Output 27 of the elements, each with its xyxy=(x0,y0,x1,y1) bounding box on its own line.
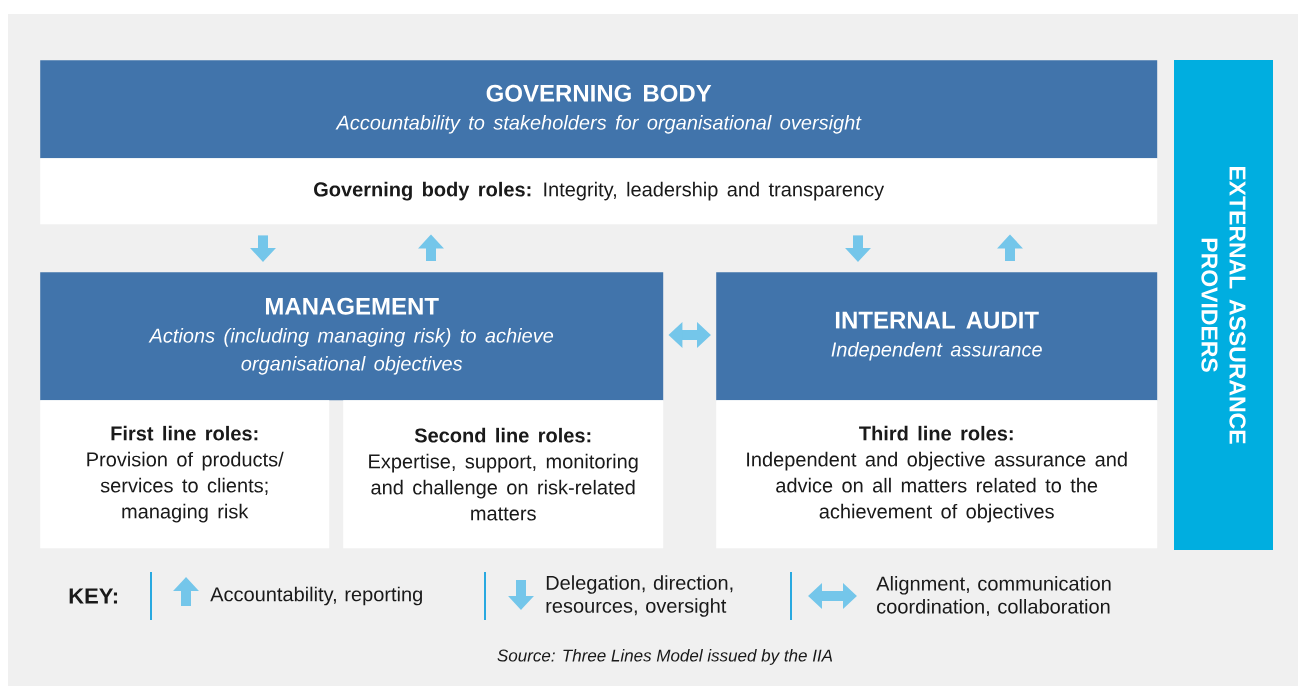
header-box xyxy=(40,272,664,401)
roles-box xyxy=(343,400,664,549)
heading: INTERNAL AUDIT xyxy=(835,311,1039,329)
heading: MANAGEMENT xyxy=(266,297,439,315)
body-text: Provision of products/ services to clients; managing risk xyxy=(87,451,284,523)
roles-box xyxy=(716,400,1158,549)
band-label: EXTERNAL ASSURANCE PROVIDERS xyxy=(1201,166,1246,444)
heading: GOVERNING BODY xyxy=(486,84,712,102)
legend-text: Accountability, reporting xyxy=(210,586,422,606)
header-box xyxy=(716,272,1158,401)
heading: Second line roles: xyxy=(414,427,591,443)
source-note: Source: Three Lines Model issued by the IIA xyxy=(497,649,833,665)
legend-text: Alignment, communication coordination, collaboration xyxy=(876,575,1111,616)
key-label: KEY: xyxy=(69,588,117,604)
heading: First line roles: xyxy=(111,425,258,441)
header-box xyxy=(40,60,1158,159)
side-band xyxy=(1174,60,1273,550)
roles-box xyxy=(40,158,1158,225)
subtitle: Actions (including managing risk) to achieve organisational objectives xyxy=(148,328,554,375)
roles-box xyxy=(40,400,330,549)
subtitle: Accountability to stakeholders for organisational oversight xyxy=(335,115,862,134)
body-text: Independent and objective assurance and advice on all matters related to the achievement of objectives xyxy=(747,451,1127,523)
heading: Third line roles: xyxy=(859,425,1013,441)
body-text: Expertise, support, monitoring and challenge on risk-related matters xyxy=(369,453,638,521)
subtitle: Independent assurance xyxy=(831,341,1042,361)
body-text: Governing body roles: Integrity, leadership and transparency xyxy=(314,181,885,201)
legend-text: Delegation, direction, resources, oversight xyxy=(546,575,733,617)
